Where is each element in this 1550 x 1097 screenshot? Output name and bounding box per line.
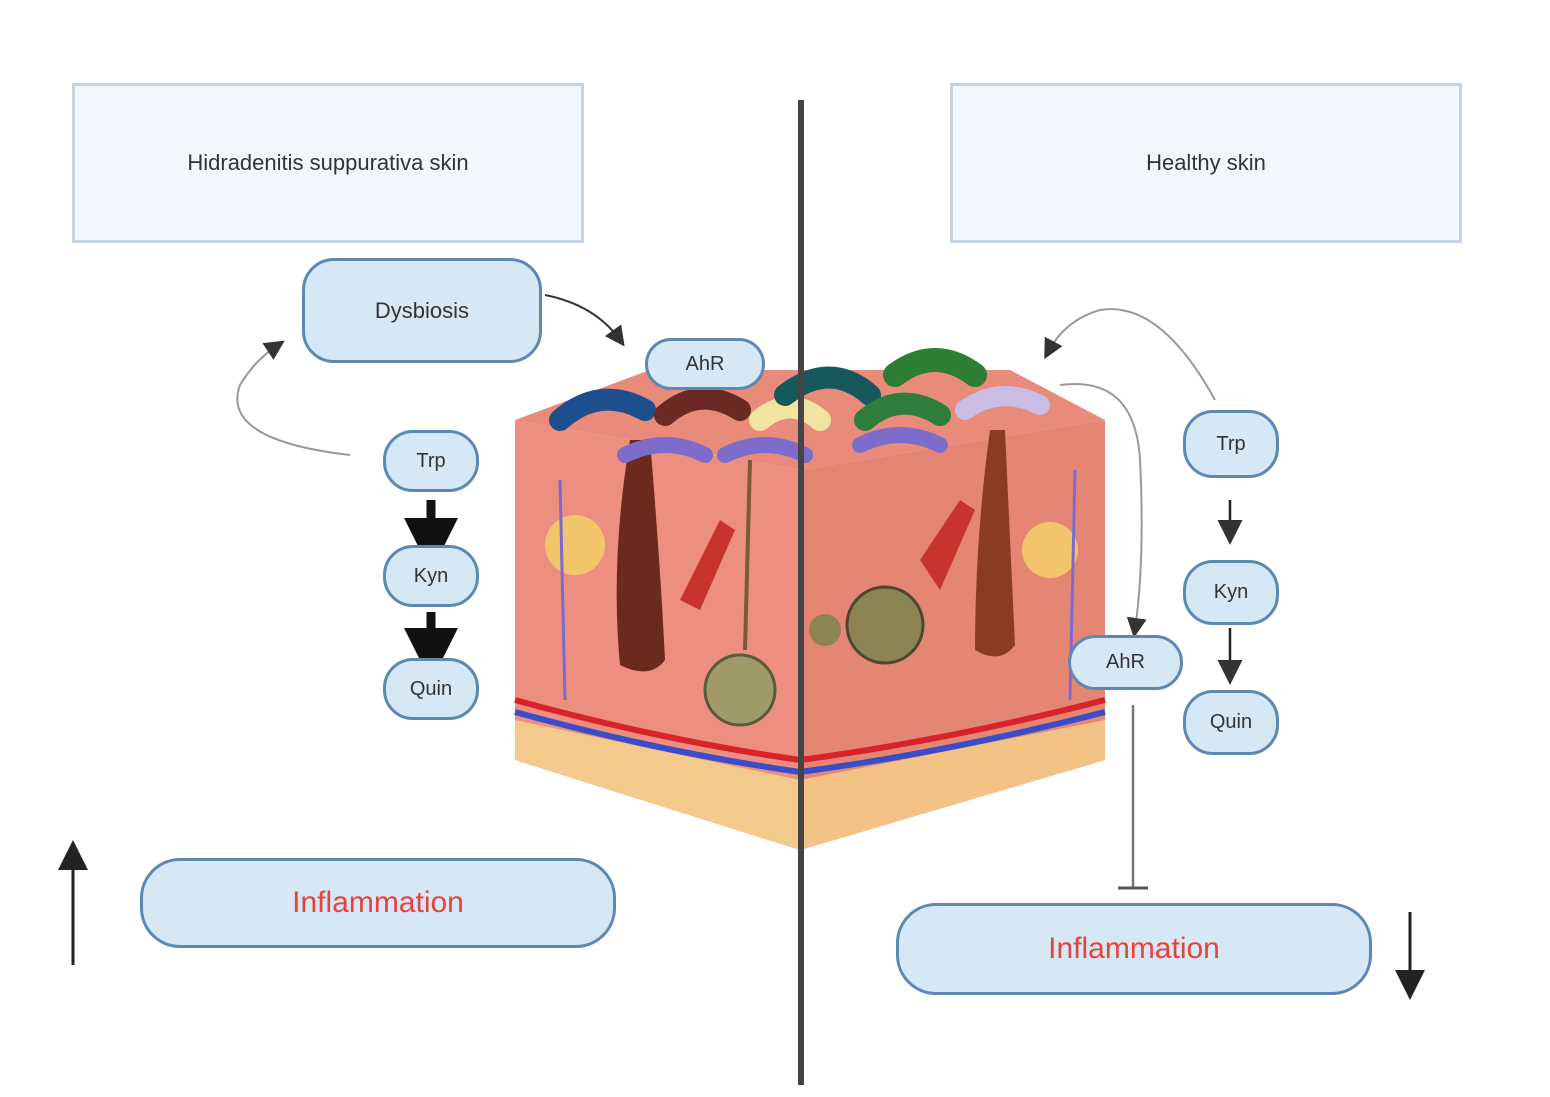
trp-label-left: Trp [416, 449, 446, 472]
kyn-label-right: Kyn [1213, 581, 1249, 603]
trp-node-right: Trp [1183, 410, 1279, 478]
dysbiosis-to-ahr-arrow [544, 294, 625, 347]
kyn-label-left: Kyn [413, 564, 449, 587]
quin-label-left: Quin [409, 677, 453, 700]
ahr-node-left: AhR [645, 338, 765, 390]
inflammation-node-right: Inflammation [896, 903, 1372, 995]
right-title: Healthy skin [1146, 150, 1266, 175]
ahr-label-left: AhR [685, 352, 725, 375]
trp-to-microbiome-arrow [1044, 308, 1216, 401]
kyn-node-right: Kyn [1183, 560, 1279, 625]
skin-cross-section-illustration [514, 348, 1106, 850]
dysbiosis-label: Dysbiosis [374, 297, 470, 323]
trp-to-ahr-arrow [1059, 382, 1147, 638]
quin-node-right: Quin [1183, 690, 1279, 755]
kyn-node-left: Kyn [383, 545, 479, 607]
left-title-box: Hidradenitis suppurativa skin [72, 83, 584, 243]
inflammation-label-left: Inflammation [292, 886, 464, 919]
trp-node-left: Trp [383, 430, 479, 492]
ahr-node-right: AhR [1068, 635, 1183, 690]
quin-node-left: Quin [383, 658, 479, 720]
ahr-label-right: AhR [1106, 651, 1145, 673]
trp-to-dysbiosis-arrow [236, 340, 351, 456]
inflammation-node-left: Inflammation [140, 858, 616, 948]
quin-label-right: Quin [1209, 711, 1253, 733]
trp-label-right: Trp [1216, 432, 1246, 455]
right-title-box: Healthy skin [950, 83, 1462, 243]
dysbiosis-node: Dysbiosis [302, 258, 542, 363]
inflammation-label-right: Inflammation [1048, 932, 1220, 965]
left-title: Hidradenitis suppurativa skin [187, 150, 469, 175]
